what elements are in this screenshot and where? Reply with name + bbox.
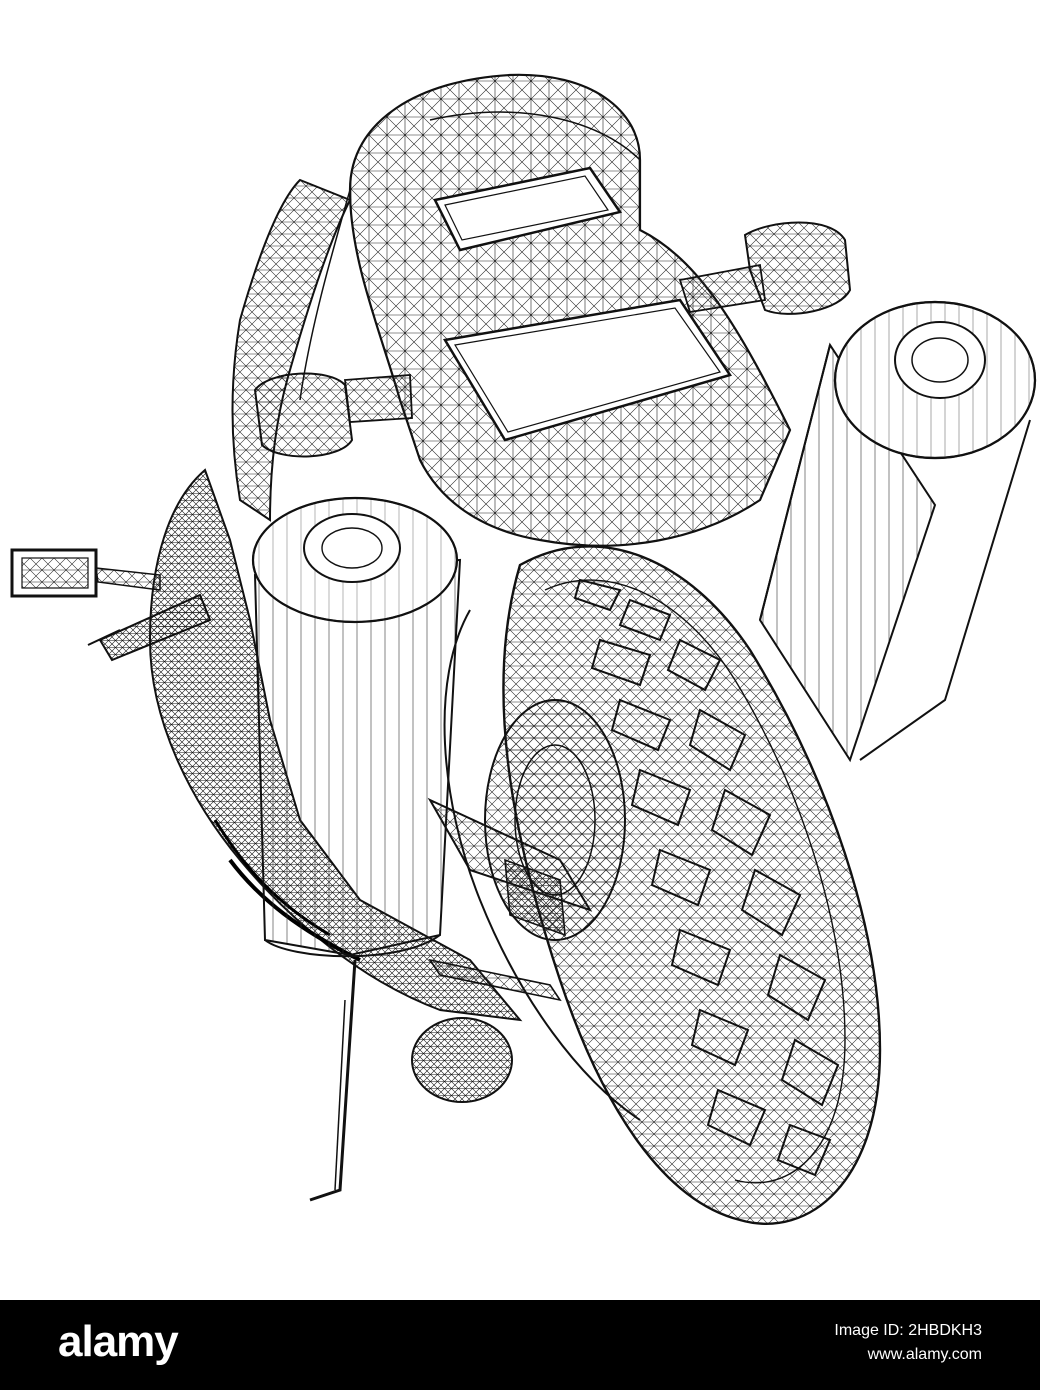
image-id-label: Image ID: 2HBDKH3 bbox=[834, 1322, 982, 1339]
wireframe-illustration bbox=[10, 73, 1037, 1225]
motorcycle-wireframe-svg bbox=[10, 73, 1037, 1225]
left-handlebar bbox=[87, 593, 212, 662]
brand-logo: alamy bbox=[58, 1317, 179, 1366]
front-wheel bbox=[411, 1017, 513, 1103]
footer-bar: alamy Image ID: 2HBDKH3 www.alamy.com bbox=[0, 1300, 1040, 1390]
license-plate bbox=[442, 298, 732, 442]
right-exhaust bbox=[758, 300, 1037, 763]
left-mirror bbox=[10, 548, 161, 598]
rear-wheel bbox=[443, 545, 882, 1225]
rear-hub bbox=[484, 699, 626, 941]
left-exhaust bbox=[251, 496, 462, 958]
tail-light bbox=[433, 166, 623, 252]
right-indicator bbox=[678, 221, 852, 315]
site-url: www.alamy.com bbox=[867, 1346, 982, 1363]
side-stand bbox=[309, 959, 357, 1202]
left-indicator bbox=[253, 372, 413, 458]
